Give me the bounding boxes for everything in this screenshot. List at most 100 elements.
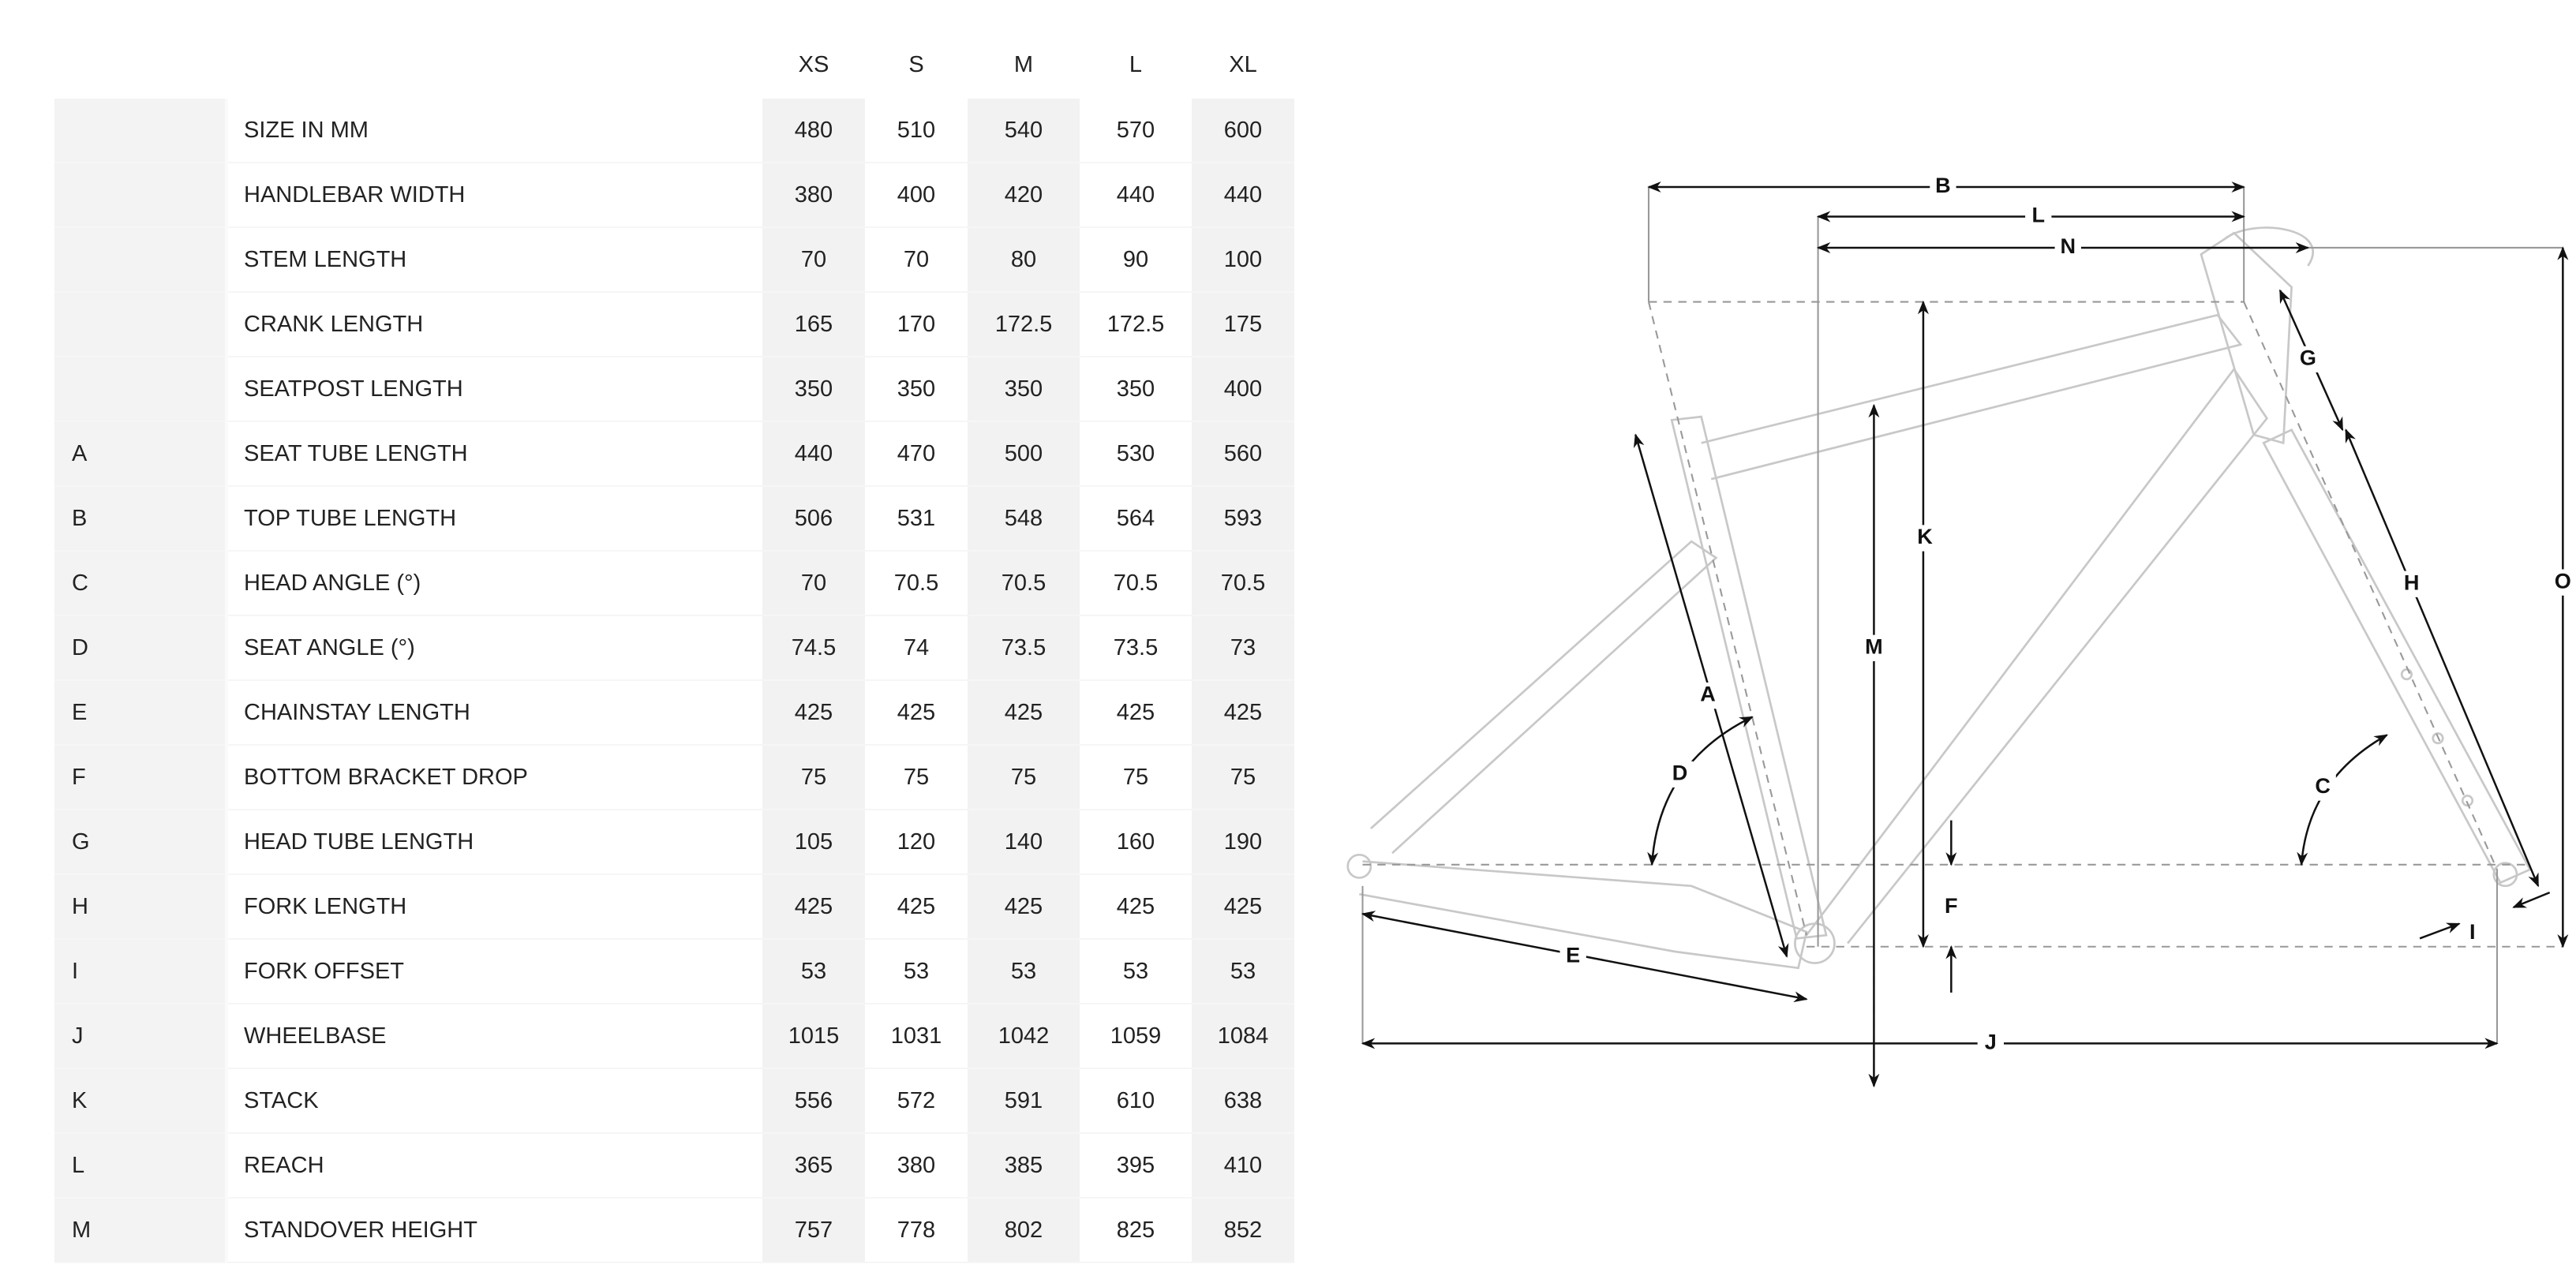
value-cell: 400 [865, 163, 968, 228]
dimension-label: HEAD TUBE LENGTH [227, 810, 762, 875]
label-i: I [2469, 920, 2476, 944]
value-cell: 400 [1192, 357, 1294, 422]
dimension-letter: G [54, 810, 228, 875]
value-cell: 572 [865, 1068, 968, 1134]
value-cell: 500 [968, 421, 1080, 487]
dimension-label: STACK [227, 1068, 762, 1134]
value-cell: 610 [1080, 1068, 1192, 1134]
value-cell: 852 [1192, 1198, 1294, 1263]
value-cell: 470 [865, 421, 968, 487]
dimension-label: TOP TUBE LENGTH [227, 486, 762, 552]
value-cell: 172.5 [968, 292, 1080, 357]
value-cell: 560 [1192, 421, 1294, 487]
value-cell: 425 [968, 874, 1080, 940]
value-cell: 350 [968, 357, 1080, 422]
value-cell: 380 [865, 1133, 968, 1199]
value-cell: 530 [1080, 421, 1192, 487]
dimension-letter [54, 357, 228, 422]
label-a: A [1700, 683, 1716, 706]
value-cell: 350 [865, 357, 968, 422]
value-cell: 638 [1192, 1068, 1294, 1134]
dimension-letter: L [54, 1133, 228, 1199]
dimension-letter [54, 163, 228, 228]
value-cell: 440 [762, 421, 865, 487]
value-cell: 1084 [1192, 1004, 1294, 1069]
value-cell: 593 [1192, 486, 1294, 552]
dimension-label: HANDLEBAR WIDTH [227, 163, 762, 228]
value-cell: 170 [865, 292, 968, 357]
label-n: N [2060, 234, 2076, 258]
size-header: M [1013, 52, 1034, 77]
dimension-letter: A [54, 421, 228, 487]
value-cell: 506 [762, 486, 865, 552]
value-cell: 70.5 [1080, 551, 1192, 616]
value-cell: 395 [1080, 1133, 1192, 1199]
value-cell: 548 [968, 486, 1080, 552]
dimension-label: SEAT TUBE LENGTH [227, 421, 762, 487]
dimension-letter [54, 292, 228, 357]
value-cell: 757 [762, 1198, 865, 1263]
value-cell: 425 [1192, 680, 1294, 746]
value-cell: 75 [1192, 745, 1294, 810]
value-cell: 825 [1080, 1198, 1192, 1263]
value-cell: 425 [762, 874, 865, 940]
bike-geometry-diagram: B L N K M O J E A G H D C F I [1346, 174, 2576, 1088]
value-cell: 74 [865, 615, 968, 681]
value-cell: 75 [865, 745, 968, 810]
size-header: S [908, 52, 924, 77]
value-cell: 1031 [865, 1004, 968, 1069]
label-k: K [1917, 525, 1933, 548]
dimension-letter: C [54, 551, 228, 616]
label-f: F [1945, 894, 1958, 918]
size-header: XS [798, 52, 829, 77]
value-cell: 75 [968, 745, 1080, 810]
dimension-label: FORK LENGTH [227, 874, 762, 940]
dimension-label: CHAINSTAY LENGTH [227, 680, 762, 746]
value-cell: 802 [968, 1198, 1080, 1263]
value-cell: 425 [865, 874, 968, 940]
value-cell: 140 [968, 810, 1080, 875]
value-cell: 425 [1192, 874, 1294, 940]
dimension-letter: K [54, 1068, 228, 1134]
value-cell: 440 [1192, 163, 1294, 228]
value-cell: 74.5 [762, 615, 865, 681]
value-cell: 70.5 [1192, 551, 1294, 616]
value-cell: 531 [865, 486, 968, 552]
value-cell: 556 [762, 1068, 865, 1134]
dimension-label: HEAD ANGLE (°) [227, 551, 762, 616]
size-header: XL [1229, 52, 1257, 77]
label-l: L [2031, 204, 2045, 227]
value-cell: 73 [1192, 615, 1294, 681]
value-cell: 75 [762, 745, 865, 810]
value-cell: 70.5 [968, 551, 1080, 616]
value-cell: 175 [1192, 292, 1294, 357]
value-cell: 425 [1080, 680, 1192, 746]
value-cell: 425 [762, 680, 865, 746]
dimension-label: SIZE IN MM [227, 99, 762, 163]
value-cell: 440 [1080, 163, 1192, 228]
value-cell: 420 [968, 163, 1080, 228]
value-cell: 540 [968, 99, 1080, 163]
dimension-label: REACH [227, 1133, 762, 1199]
value-cell: 100 [1192, 227, 1294, 293]
value-cell: 600 [1192, 99, 1294, 163]
value-cell: 105 [762, 810, 865, 875]
value-cell: 778 [865, 1198, 968, 1263]
value-cell: 425 [1080, 874, 1192, 940]
dim-h [2345, 428, 2540, 888]
size-header: L [1129, 52, 1143, 77]
value-cell: 1042 [968, 1004, 1080, 1069]
label-c: C [2315, 774, 2331, 798]
dimension-letter [54, 99, 228, 163]
